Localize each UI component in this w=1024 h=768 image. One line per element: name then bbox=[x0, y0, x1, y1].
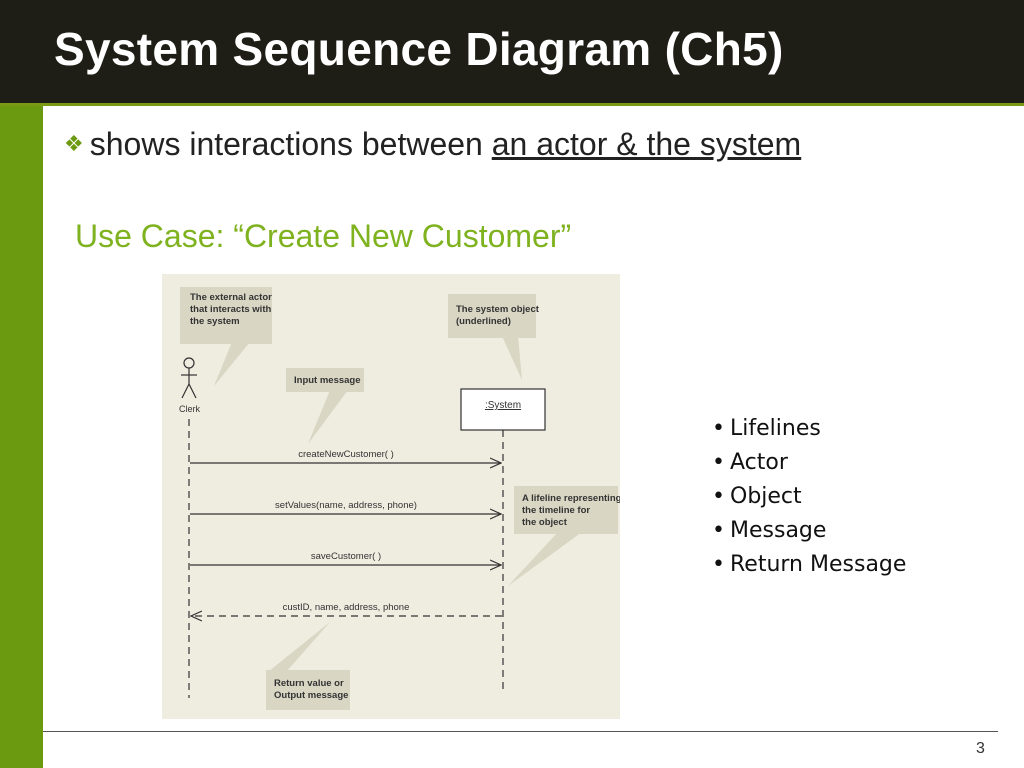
bullet-text: shows interactions between bbox=[89, 126, 492, 162]
callout-line: the timeline for bbox=[522, 505, 590, 516]
callout-pointer bbox=[508, 532, 582, 586]
callout-pointer bbox=[268, 622, 330, 672]
actor-label: Clerk bbox=[179, 404, 201, 414]
callout-line: the object bbox=[522, 517, 568, 528]
message-label: createNewCustomer( ) bbox=[298, 449, 394, 460]
intro-bullet: ❖shows interactions between an actor & t… bbox=[64, 126, 801, 163]
key-term-label: Lifelines bbox=[730, 416, 821, 441]
callout-line: The external actor bbox=[190, 292, 272, 303]
callout-line: A lifeline representing bbox=[522, 493, 620, 504]
callout-line: The system object bbox=[456, 304, 540, 315]
sequence-diagram-svg: The external actor that interacts with t… bbox=[179, 287, 620, 710]
callout-input-message: Input message bbox=[286, 368, 364, 444]
diamond-bullet-icon: ❖ bbox=[64, 131, 84, 156]
message-label: setValues(name, address, phone) bbox=[275, 500, 417, 511]
key-term-label: Return Message bbox=[730, 552, 907, 577]
callout-pointer bbox=[308, 390, 348, 444]
callout-line: the system bbox=[190, 316, 240, 327]
key-term-label: Message bbox=[730, 518, 827, 543]
left-accent-band bbox=[0, 106, 43, 768]
callout-box bbox=[266, 670, 350, 710]
callout-box bbox=[286, 368, 364, 392]
callout-line: Output message bbox=[274, 690, 348, 701]
bullet-underlined-text: an actor & the system bbox=[491, 126, 802, 162]
sequence-diagram: The external actor that interacts with t… bbox=[162, 274, 620, 719]
callout-system-object: The system object (underlined) bbox=[448, 294, 540, 380]
actor-stick-figure-icon bbox=[181, 357, 197, 399]
key-term-item: •Message bbox=[712, 518, 827, 543]
message-label: custID, name, address, phone bbox=[283, 602, 410, 613]
callout-line: Input message bbox=[294, 375, 361, 386]
message-save-customer: saveCustomer( ) bbox=[190, 551, 501, 565]
callout-line: Return value or bbox=[274, 678, 344, 689]
callout-pointer bbox=[502, 336, 522, 380]
key-term-item: •Object bbox=[712, 484, 802, 509]
slide-title: System Sequence Diagram (Ch5) bbox=[54, 23, 784, 75]
callout-lifeline: A lifeline representing the timeline for… bbox=[508, 486, 620, 586]
key-term-item: •Lifelines bbox=[712, 416, 821, 441]
use-case-heading: Use Case: “Create New Customer” bbox=[75, 218, 572, 254]
message-set-values: setValues(name, address, phone) bbox=[190, 500, 501, 514]
system-object-box bbox=[460, 388, 546, 431]
callout-box bbox=[180, 287, 272, 344]
key-term-label: Object bbox=[730, 484, 802, 509]
callout-line: (underlined) bbox=[456, 316, 511, 327]
message-create-new-customer: createNewCustomer( ) bbox=[190, 449, 501, 463]
callout-pointer bbox=[214, 342, 250, 386]
message-label: saveCustomer( ) bbox=[311, 551, 381, 562]
message-return: custID, name, address, phone bbox=[191, 602, 502, 616]
callout-box bbox=[514, 486, 618, 534]
key-term-item: •Return Message bbox=[712, 552, 907, 577]
page-number: 3 bbox=[976, 740, 985, 757]
callout-box bbox=[448, 294, 536, 338]
key-terms-list: •Lifelines •Actor •Object •Message •Retu… bbox=[712, 414, 906, 584]
callout-line: that interacts with bbox=[190, 304, 271, 315]
title-divider bbox=[0, 103, 1024, 106]
key-term-label: Actor bbox=[730, 450, 788, 475]
title-bar: System Sequence Diagram (Ch5) bbox=[0, 0, 1024, 103]
system-object-label: :System bbox=[485, 400, 521, 411]
key-term-item: •Actor bbox=[712, 450, 788, 475]
callout-external-actor: The external actor that interacts with t… bbox=[180, 287, 272, 386]
callout-return-value: Return value or Output message bbox=[266, 622, 350, 710]
footer-divider bbox=[43, 731, 998, 732]
